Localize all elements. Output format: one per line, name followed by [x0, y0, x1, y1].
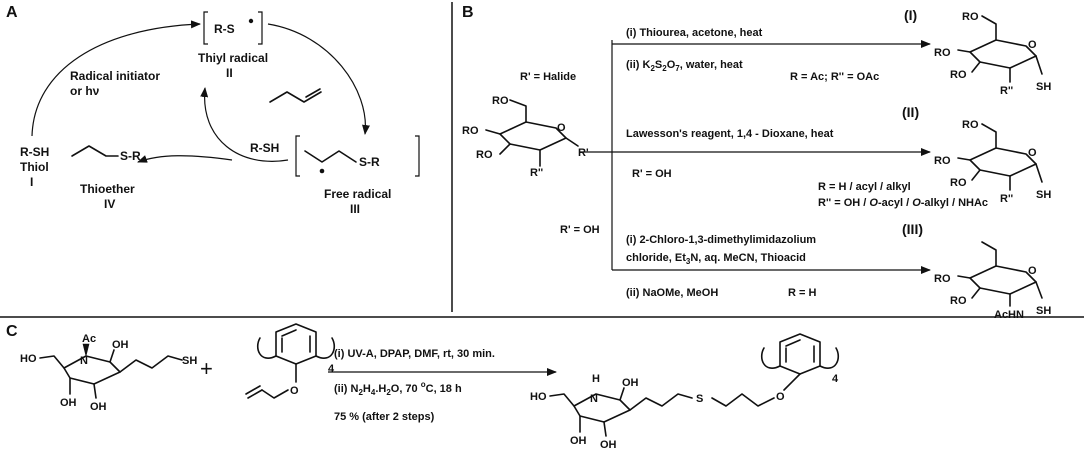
svg-text:SH: SH — [1036, 81, 1051, 93]
svg-text:OH: OH — [90, 401, 107, 413]
free-radical-dot — [319, 168, 325, 174]
route-3-step2: (ii) NaOMe, MeOH — [626, 287, 718, 299]
svg-text:R'': R'' — [1000, 193, 1014, 205]
svg-text:RO: RO — [492, 95, 509, 107]
thioether-name: Thioether — [80, 182, 135, 196]
svg-text:RO: RO — [950, 69, 967, 81]
svg-text:RO: RO — [934, 47, 951, 59]
route-1-condition: R = Ac; R'' = OAc — [790, 71, 879, 83]
panel-b-glycosyl-thiol-routes: RO RO RO O R'' R' (i) Thiourea, acetone,… — [462, 7, 1051, 321]
route-2-rprime: R' = OH — [632, 168, 672, 180]
svg-text:SH: SH — [1036, 305, 1051, 317]
svg-text:HO: HO — [20, 353, 37, 365]
route-2-number: (II) — [902, 104, 919, 120]
free-radical-sr: S-R — [359, 155, 380, 169]
panel-c-calixarene-conjugation: HO N Ac OH OH OH SH + O 4 (i) UV-A, DPAP… — [20, 323, 840, 451]
step-1-conditions: (i) UV-A, DPAP, DMF, rt, 30 min. — [334, 348, 495, 360]
initiator-label-line1: Radical initiator — [70, 69, 160, 83]
thiol-formula: R-SH — [20, 145, 49, 159]
route-2-reagent: Lawesson's reagent, 1,4 - Dioxane, heat — [626, 128, 834, 140]
svg-text:N: N — [80, 355, 88, 367]
panel-label-b: B — [462, 4, 474, 21]
route-3-step1b: chloride, Et3N, aq. MeCN, Thioacid — [626, 252, 806, 266]
route-3-rprime: R' = OH — [560, 224, 600, 236]
product-arrow — [137, 155, 233, 163]
iminosugar-thiol: HO N Ac OH OH OH SH — [20, 333, 197, 413]
chain-transfer-rsh: R-SH — [250, 141, 279, 155]
svg-text:HO: HO — [530, 391, 547, 403]
product-i-thiosugar: RO RO RO O R'' SH — [934, 11, 1051, 97]
svg-text:4: 4 — [328, 363, 335, 375]
svg-text:AcHN: AcHN — [994, 309, 1024, 321]
thiyl-radical-formula: R-S — [214, 22, 235, 36]
svg-text:R'': R'' — [530, 167, 544, 179]
svg-text:O: O — [1028, 147, 1037, 159]
chain-transfer-arrow — [200, 87, 289, 162]
product-iii-thiosugar: RO RO O AcHN SH — [934, 241, 1051, 321]
svg-text:RO: RO — [950, 295, 967, 307]
svg-text:SH: SH — [1036, 189, 1051, 201]
svg-text:R': R' — [578, 147, 589, 159]
svg-text:OH: OH — [600, 439, 617, 451]
product-ii-thiosugar: RO RO RO O R'' SH — [934, 119, 1051, 205]
route-3-condition: R = H — [788, 287, 816, 299]
svg-text:R'': R'' — [1000, 85, 1014, 97]
svg-text:RO: RO — [950, 177, 967, 189]
svg-text:OH: OH — [622, 377, 639, 389]
route-3-step1a: (i) 2-Chloro-1,3-dimethylimidazolium — [626, 234, 816, 246]
plus-sign: + — [200, 356, 213, 381]
thiol-number: I — [30, 175, 33, 189]
svg-text:Ac: Ac — [82, 333, 96, 345]
svg-text:4: 4 — [832, 373, 839, 385]
thioether-number: IV — [104, 197, 115, 211]
svg-text:RO: RO — [462, 125, 479, 137]
svg-text:OH: OH — [60, 397, 77, 409]
svg-text:O: O — [1028, 265, 1037, 277]
svg-text:S: S — [696, 393, 703, 405]
initiator-label-line2: or hν — [70, 84, 100, 98]
calixarene-allyl-ether: O 4 — [245, 323, 336, 399]
svg-text:RO: RO — [476, 149, 493, 161]
starting-pyranose: RO RO RO O R'' R' — [462, 95, 589, 179]
svg-text:OH: OH — [570, 435, 587, 447]
panel-label-a: A — [6, 4, 18, 21]
route-1-step2: (ii) K2S2O7, water, heat — [626, 59, 743, 73]
svg-text:O: O — [557, 122, 566, 134]
thiol-name: Thiol — [20, 160, 49, 174]
route-1-rprime: R' = Halide — [520, 71, 576, 83]
overall-yield: 75 % (after 2 steps) — [334, 411, 435, 423]
svg-text:O: O — [290, 385, 299, 397]
thiyl-radical-number: II — [226, 66, 233, 80]
route-3-number: (III) — [902, 221, 923, 237]
radical-dot — [248, 18, 254, 24]
svg-text:RO: RO — [962, 119, 979, 131]
panel-label-c: C — [6, 323, 18, 340]
svg-text:RO: RO — [934, 155, 951, 167]
svg-text:O: O — [776, 391, 785, 403]
free-radical-name: Free radical — [324, 187, 391, 201]
initiation-arrow — [31, 20, 201, 137]
svg-text:OH: OH — [112, 339, 129, 351]
svg-text:H: H — [592, 373, 600, 385]
svg-text:RO: RO — [934, 273, 951, 285]
route-2-condition-1: R = H / acyl / alkyl — [818, 181, 911, 193]
addition-arrow — [267, 23, 370, 135]
thiyl-radical-name: Thiyl radical — [198, 51, 268, 65]
svg-text:O: O — [1028, 39, 1037, 51]
step-2-conditions: (ii) N2H4.H2O, 70 oC, 18 h — [334, 380, 462, 397]
route-1-number: (I) — [904, 7, 917, 23]
svg-text:N: N — [590, 393, 598, 405]
route-1-step1: (i) Thiourea, acetone, heat — [626, 27, 763, 39]
panel-a-thiol-ene-cycle: R-S Thiyl radical II Radical initiator o… — [20, 11, 420, 216]
product-calixarene: 4 — [760, 333, 840, 391]
svg-text:RO: RO — [962, 11, 979, 23]
route-2-condition-2: R'' = OH / O-acyl / O-alkyl / NHAc — [818, 197, 988, 209]
svg-text:SH: SH — [182, 355, 197, 367]
calixarene-iminosugar-conjugate: HO N H OH OH OH S O — [530, 373, 785, 451]
free-radical-number: III — [350, 202, 360, 216]
thioether-sr: S-R — [120, 149, 141, 163]
